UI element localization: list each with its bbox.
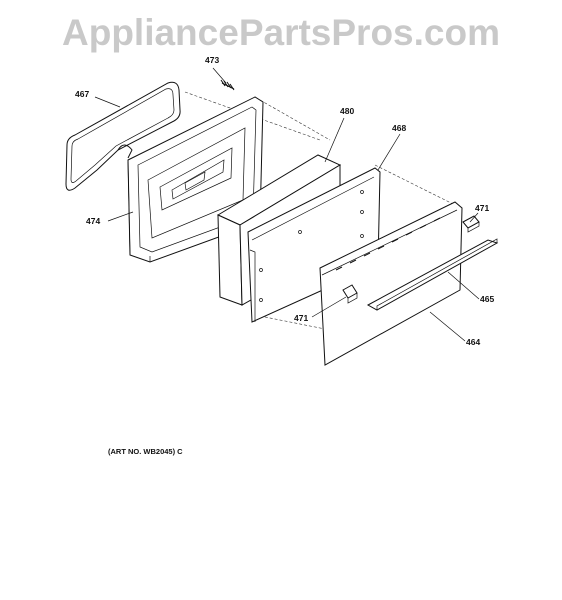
callout-468: 468 — [392, 123, 406, 133]
outer-door-panel — [319, 201, 463, 366]
callout-474: 474 — [86, 216, 100, 226]
handle-end-cap-bottom — [342, 284, 358, 304]
callout-467: 467 — [75, 89, 89, 99]
callout-464: 464 — [466, 337, 480, 347]
callout-471-bottom: 471 — [294, 313, 308, 323]
callout-465: 465 — [480, 294, 494, 304]
vent-slots — [335, 217, 441, 271]
screw-part — [220, 79, 235, 91]
art-number: (ART NO. WB2045) C — [108, 447, 183, 456]
door-handle — [366, 238, 499, 311]
door-gasket — [65, 81, 181, 191]
handle-end-cap-top — [462, 215, 480, 233]
watermark: AppliancePartsPros.com — [62, 12, 500, 53]
inner-panel — [247, 167, 381, 323]
callout-480: 480 — [340, 106, 354, 116]
callout-473: 473 — [205, 55, 219, 65]
callout-471-top: 471 — [475, 203, 489, 213]
leader-lines — [94, 67, 480, 342]
